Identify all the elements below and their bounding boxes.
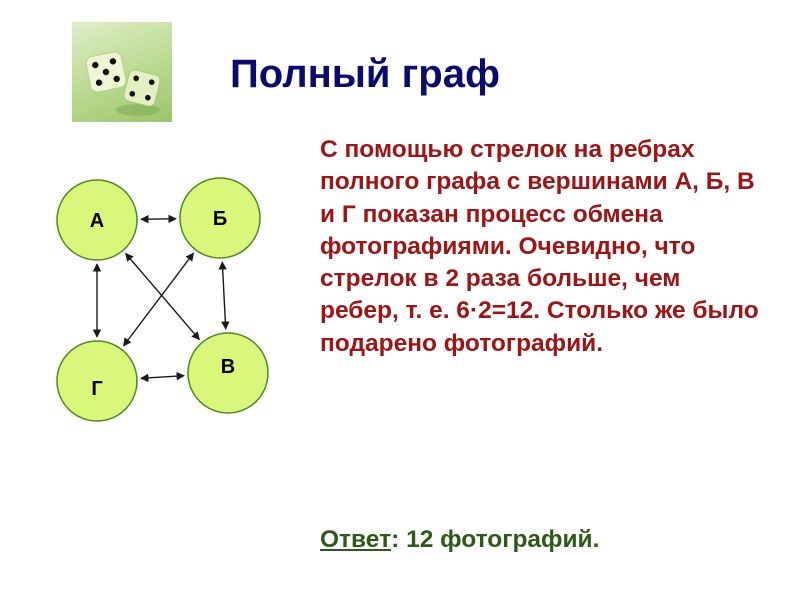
edge-arrow-g-v	[140, 371, 185, 383]
slide-title: Полный граф	[230, 52, 500, 96]
vertex-label: В	[221, 356, 235, 378]
vertex-b: Б	[179, 177, 261, 259]
vertex-circle	[187, 332, 269, 414]
answer-label: Ответ	[320, 526, 392, 553]
answer-separator: :	[391, 526, 400, 553]
answer-line: Ответ: 12 фотографий.	[320, 526, 599, 554]
vertex-label: Б	[213, 208, 227, 230]
dice-icon	[85, 51, 161, 116]
vertex-v: В	[187, 332, 269, 414]
edge-arrow-a-b	[140, 214, 177, 224]
explanation-text: С помощью стрелок на ребрах полного граф…	[320, 136, 759, 357]
vertex-circle	[56, 179, 138, 261]
edge-arrow-b-v	[218, 261, 230, 330]
vertex-circle	[179, 177, 261, 259]
vertex-label: А	[90, 210, 104, 232]
edge-arrow-b-g	[122, 252, 195, 347]
vertex-label: Г	[91, 378, 102, 400]
dice-image	[72, 22, 172, 122]
vertex-g: Г	[56, 340, 138, 422]
vertex-circle	[56, 340, 138, 422]
complete-graph-diagram: А Б В Г	[56, 177, 269, 422]
edge-arrow-a-v	[125, 252, 200, 341]
problem-explanation: С помощью стрелок на ребрах полного граф…	[320, 134, 760, 360]
answer-value: 12 фотографий.	[399, 526, 600, 553]
vertex-a: А	[56, 179, 138, 261]
